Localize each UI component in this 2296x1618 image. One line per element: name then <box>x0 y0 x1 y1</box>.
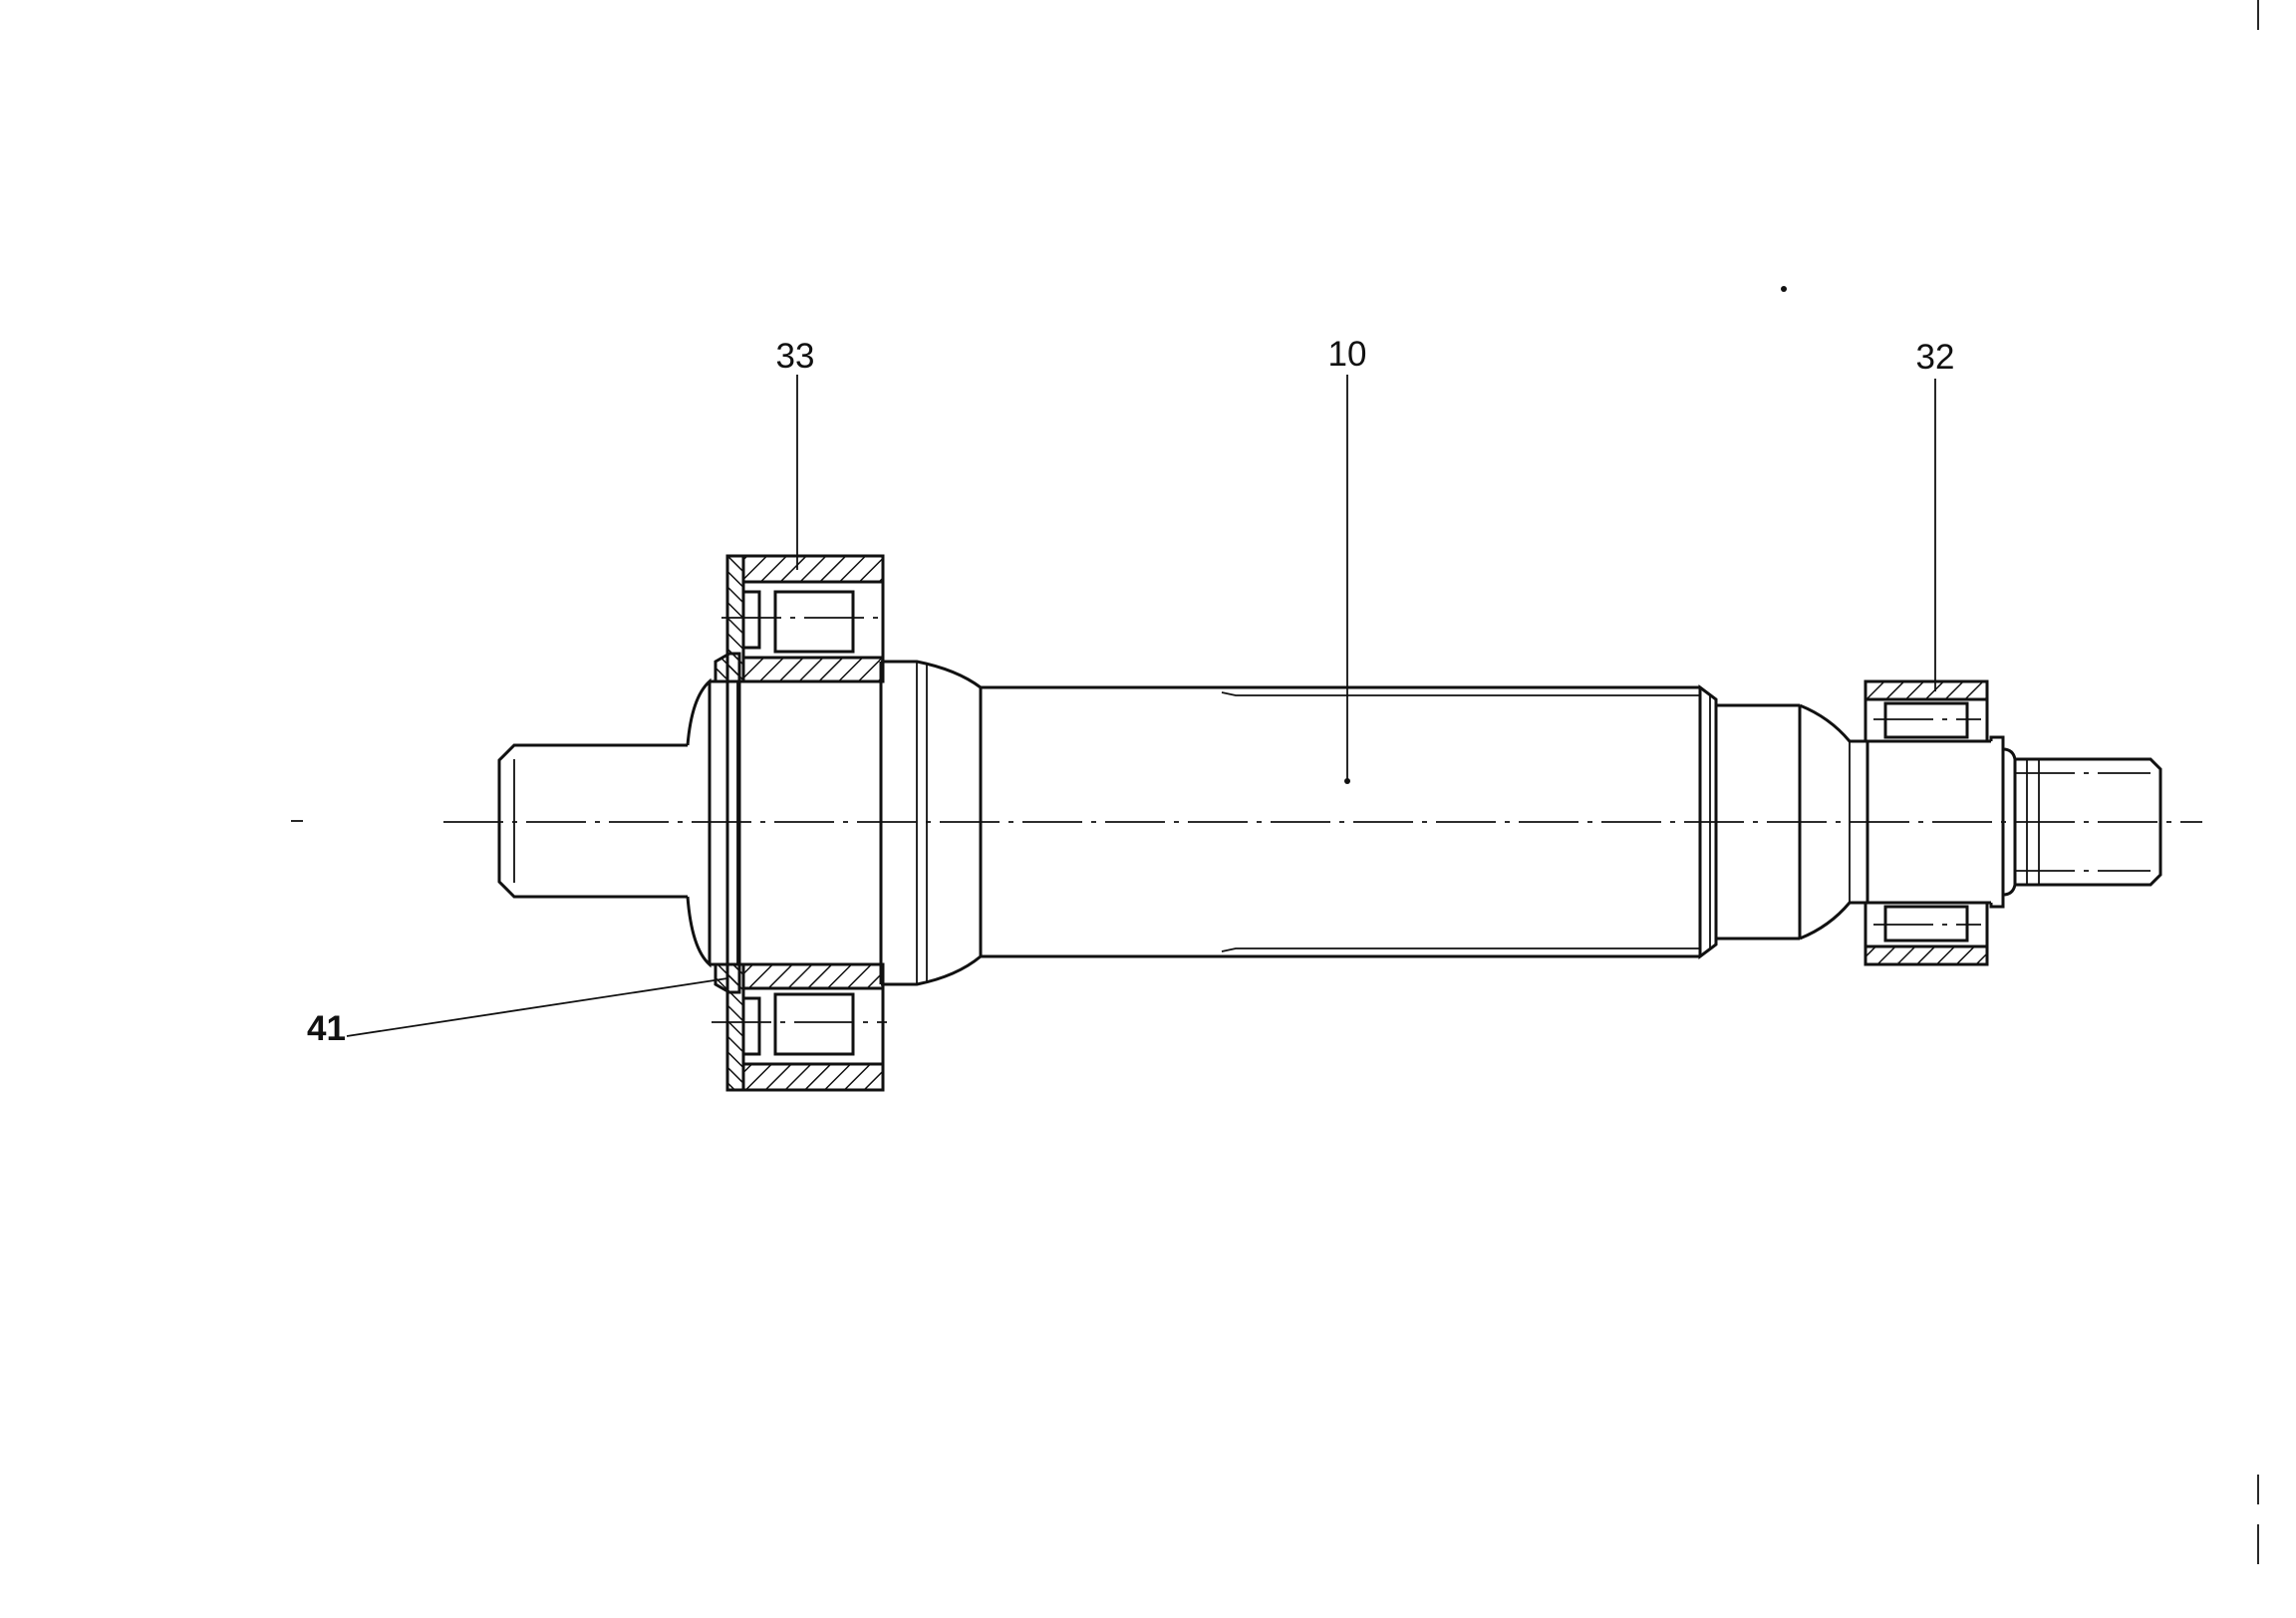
bearing-33-inner-ring-top <box>741 656 885 683</box>
bearing-33-outer-ring-bottom <box>741 1062 885 1092</box>
leader-41 <box>346 977 728 1037</box>
bearing-33-roller-bottom <box>773 992 855 1056</box>
shaft-left-journal <box>497 743 688 899</box>
label-41: 41 <box>307 1009 346 1048</box>
bearing-33-roller-top <box>773 590 855 654</box>
bearing-32 <box>1864 679 1989 966</box>
bearing-32-roller-bottom <box>1883 905 1969 943</box>
shaft-taper-right <box>1799 703 1869 941</box>
bearing-32-outer-bottom <box>1864 944 1989 966</box>
bearing-33-inner-ring-bottom <box>741 962 885 990</box>
bearing-32-outer-top <box>1864 679 1989 701</box>
bearing-33-outer-ring-top <box>741 554 885 584</box>
leader-10-dot <box>1344 778 1350 784</box>
shaft-spline-top <box>1221 691 1700 696</box>
label-10: 10 <box>1328 335 1367 374</box>
shaft-spline-bottom <box>1221 947 1700 952</box>
bearing-33-flange-bottom <box>743 996 761 1056</box>
scan-specks <box>1781 0 2259 1564</box>
ring-41-top <box>714 652 741 683</box>
bearing-33-flange-top <box>743 590 761 650</box>
label-32: 32 <box>1916 338 1955 377</box>
label-33: 33 <box>776 337 815 376</box>
bearing-33 <box>712 554 887 1092</box>
shaft-threaded-end <box>2013 757 2162 887</box>
shaft-taper-left <box>881 660 983 986</box>
callouts: 33 10 32 41 <box>307 335 1954 1048</box>
bearing-32-roller-top <box>1883 701 1969 739</box>
shaft-shoulder <box>686 677 712 968</box>
shaft-right-shoulder <box>1989 735 2005 909</box>
